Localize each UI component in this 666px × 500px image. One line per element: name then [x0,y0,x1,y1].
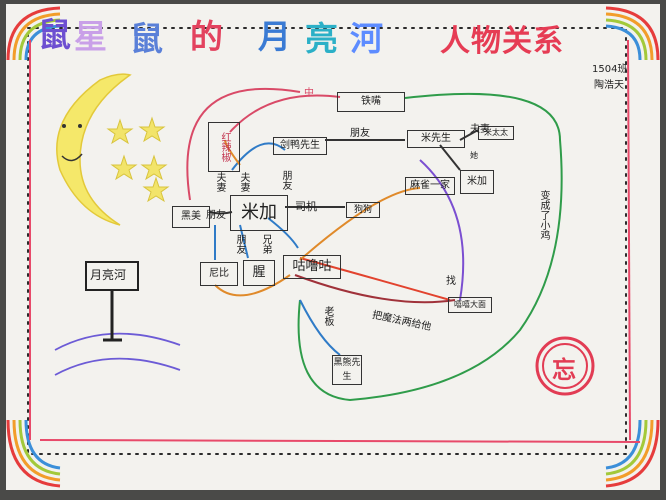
node-mrs-mi: 米太太 [478,126,514,140]
edge-label-xiongdi: 兄弟 [260,234,271,254]
author-name: 陶浩天 [594,80,624,91]
node-mimi: 嘻嘻大面 [448,297,492,313]
edge-label-bianchen: 变成了小鸡 [538,190,549,240]
node-heixiong: 黑熊先生 [332,355,362,385]
node-gulugu: 咕噜咕 [283,255,341,279]
node-tiezui: 铁嘴 [337,92,405,112]
edge-label-zhong: 中 [304,88,314,99]
bottom-pink-line [39,439,641,443]
edge-label-pengyou-3: 朋友 [206,210,226,221]
node-matou: 麻雀一家 [405,177,455,195]
rainbow-top-left [6,6,61,61]
edge-matou-mimi [419,159,465,301]
river-wave-icon [54,357,181,376]
rainbow-bottom-right [605,419,660,488]
rainbow-top-right [605,6,660,61]
edge-mijia-hongla [224,139,241,166]
title-char-6: 亮 [305,19,339,58]
title-char-7: 河 [350,19,384,58]
edge-heimei-tiezui [186,87,301,201]
star-icon [106,118,134,145]
star-icon [110,154,138,181]
signpost-label: 月亮河 [90,268,127,282]
rainbow-bottom-left [6,419,61,488]
edge-label-ta: 她 [470,151,478,160]
seal-outer-icon [535,336,595,396]
node-nieli: 腥 [243,260,275,286]
edge-mi-mrsmi [459,129,479,141]
moon-smile-icon [61,153,83,162]
edge-nibi-gulugu [214,274,291,297]
node-lang: 狗狗 [346,202,380,218]
relationship-lines [186,87,563,402]
moon-eye-icon [78,124,82,128]
node-mijia-small: 米加 [460,170,494,194]
moon-icon [56,73,132,226]
edge-mijia-gulugu [267,217,299,249]
author-class: 1504班 [592,64,628,75]
edge-label-fuqi-2: 夫妻 [214,172,225,192]
subtitle-title: 人物关系 [440,24,564,59]
node-tuoxian: 剑鸭先生 [273,137,327,155]
stars-group [106,116,170,203]
title-char-5: 月 [258,17,292,56]
edge-label-siji: 司机 [295,200,317,213]
edge-mi-mijiasmall [439,144,461,171]
edge-label-laoban: 老板 [322,306,333,326]
node-mijia: 米加 [230,195,288,231]
seal-inner-icon [542,343,588,389]
signpost-board-icon [85,261,139,291]
dotted-border [27,27,627,455]
star-icon [138,116,166,143]
title-char-2: 星 [74,17,108,56]
node-hongla: 红辣椒 [208,122,240,172]
edge-label-pengyou-2: 朋友 [280,170,291,190]
title-char-1: 鼠 [38,15,72,54]
title-char-3: 鼠 [130,19,164,58]
star-icon [140,154,168,181]
edge-label-zhao: 找 [446,276,456,287]
edge-hongla-tiezui [229,94,341,133]
edge-gulugu-tiezui [297,92,563,402]
right-pink-line [627,39,631,441]
edge-gulugu-mimi2 [294,274,456,304]
moon-eye-icon [62,124,66,128]
edge-gulugu-matou [299,187,421,261]
node-mr-mi: 米先生 [407,130,465,148]
edge-label-fuqi-3: 夫妻 [238,172,249,192]
star-icon [142,176,170,203]
node-heimei: 黑美 [172,206,210,228]
edge-heixiong-gulugu [299,299,341,356]
edge-label-fuqi-1: 夫妻 [470,124,490,135]
title-char-4: 的 [190,17,224,56]
edge-gulugu-mimi [299,257,451,301]
river-wave-icon [54,332,181,351]
node-nibi: 尼比 [200,262,238,286]
edge-label-pengyou-4: 朋友 [234,234,245,254]
seal-char: 忘 [552,356,576,384]
edge-label-pengyou-1: 朋友 [350,128,370,139]
